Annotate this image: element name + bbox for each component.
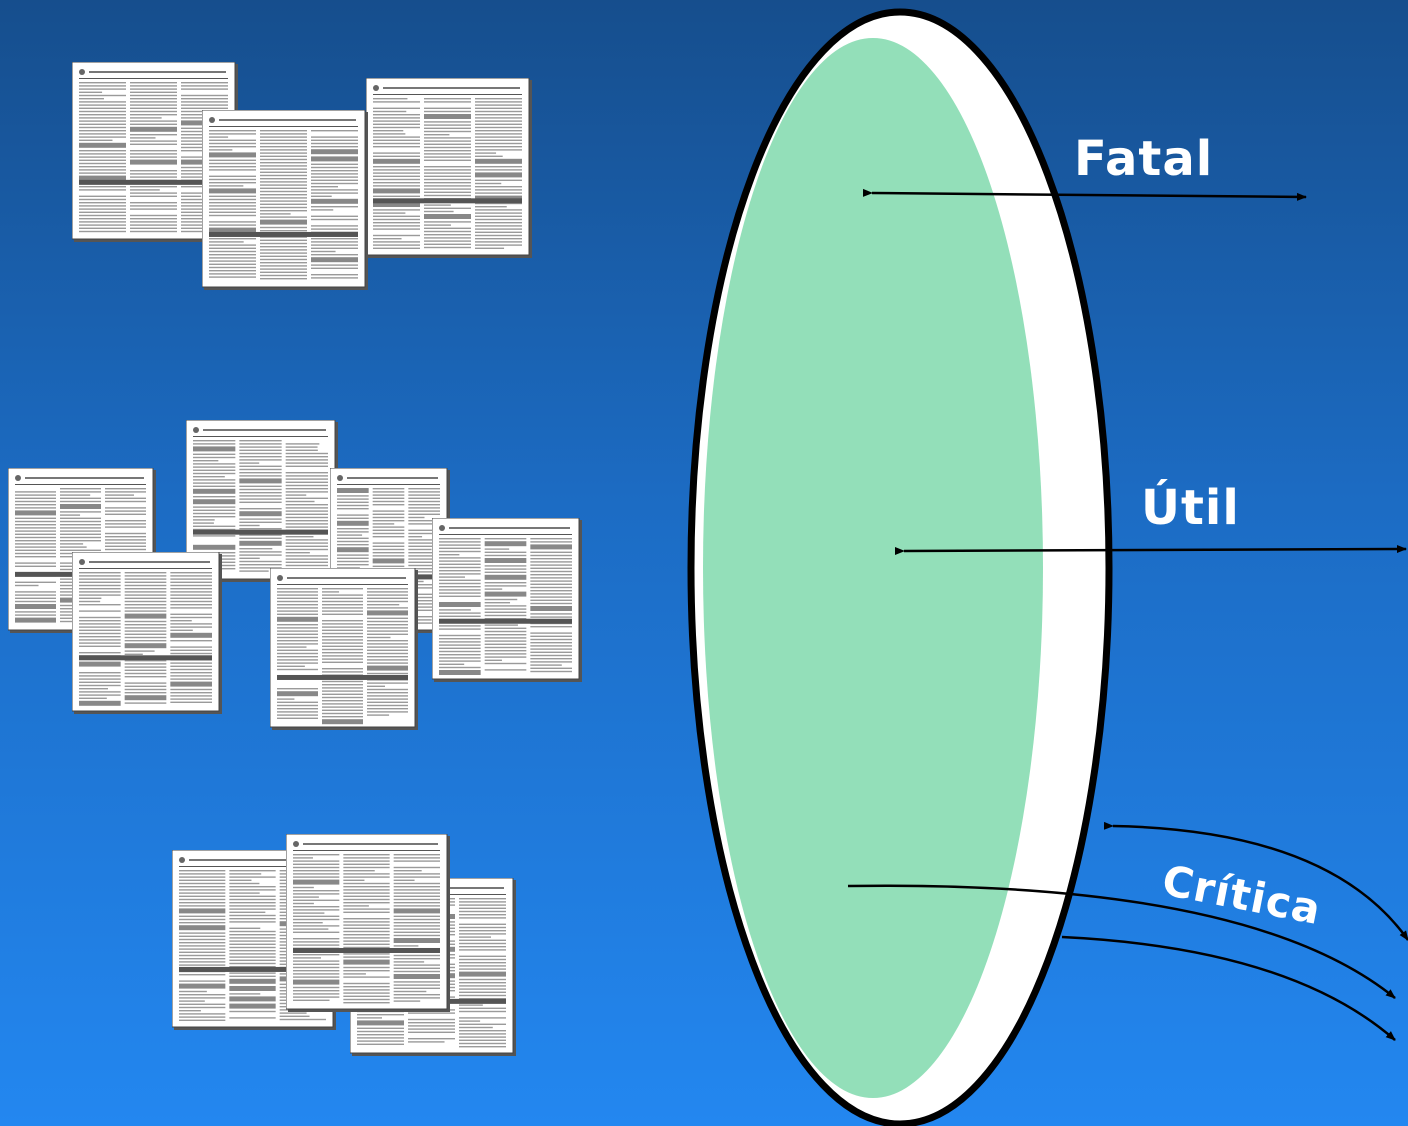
document-page bbox=[286, 834, 450, 1012]
critica-arrow-lower bbox=[1061, 935, 1396, 1041]
document-page bbox=[366, 78, 532, 258]
document-page bbox=[72, 552, 222, 714]
lens-outline bbox=[687, 8, 1113, 1126]
label-util: Útil bbox=[1141, 480, 1240, 536]
lens-interior bbox=[703, 38, 1043, 1098]
document-page bbox=[432, 518, 582, 682]
document-page bbox=[202, 110, 368, 290]
fatal-arrow bbox=[862, 188, 1307, 201]
document-page bbox=[270, 568, 418, 730]
label-fatal: Fatal bbox=[1074, 131, 1214, 187]
critica-arrow-upper bbox=[1103, 821, 1408, 941]
util-arrow bbox=[894, 545, 1407, 556]
critica-arrow-middle bbox=[847, 884, 1396, 999]
